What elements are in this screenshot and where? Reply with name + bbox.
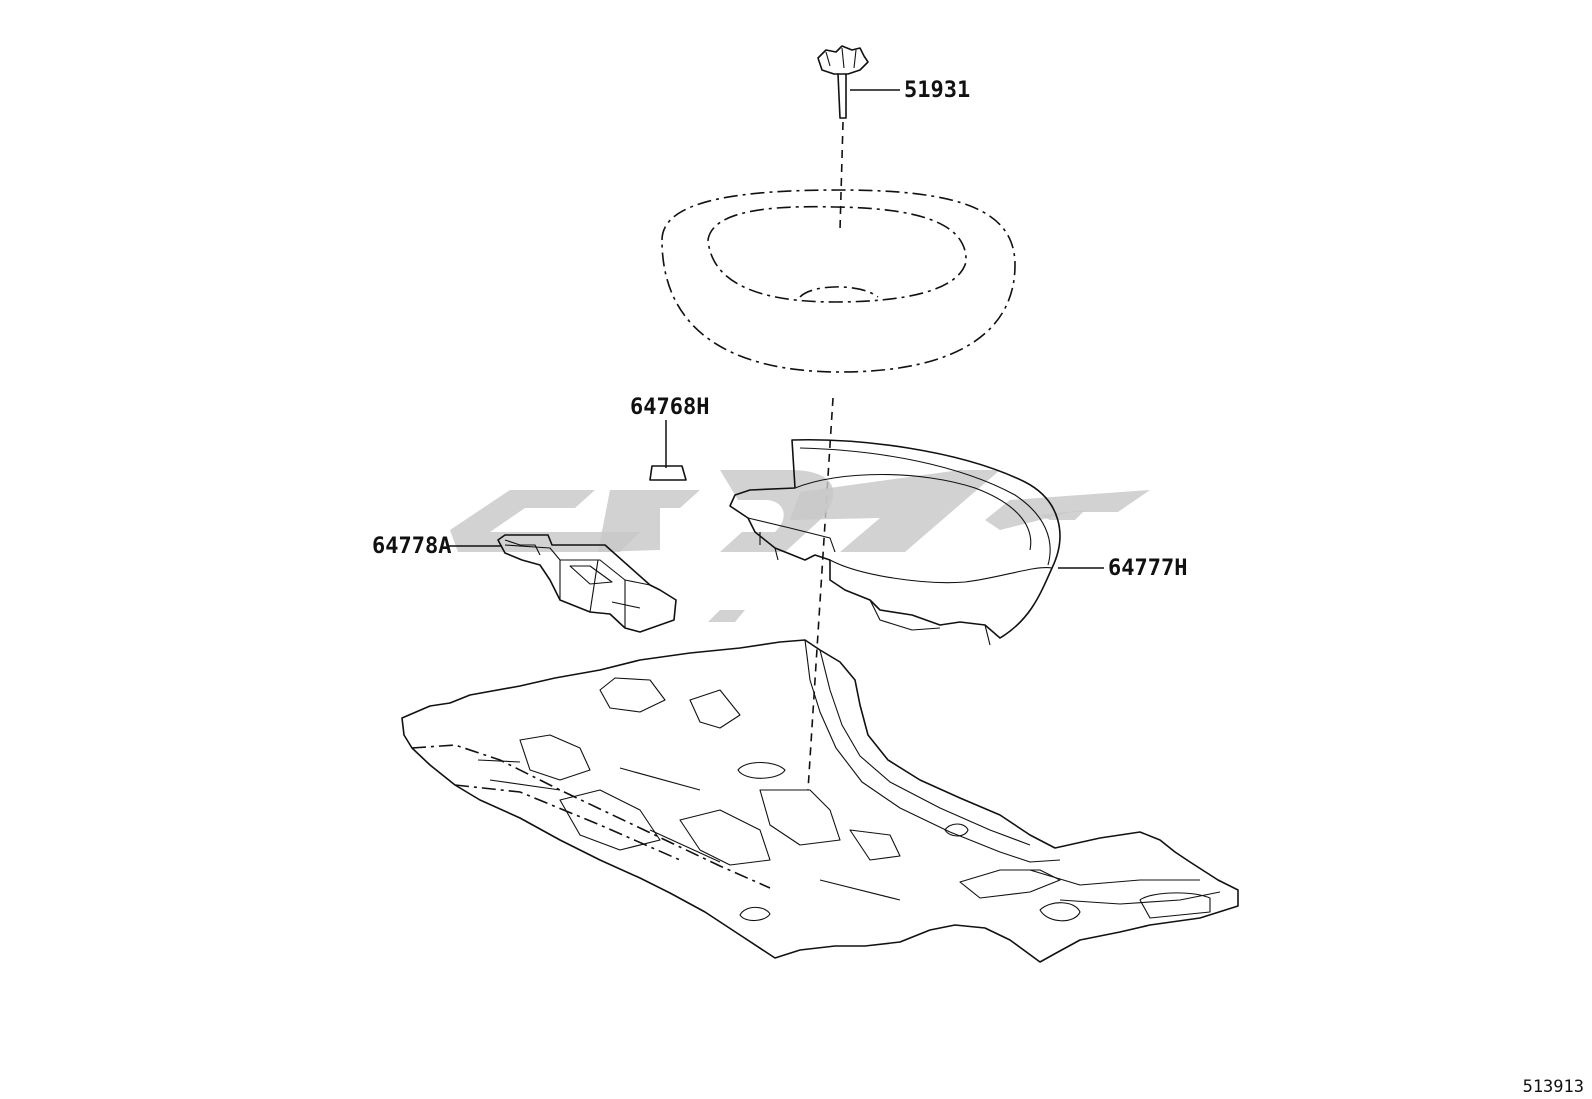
floor-pan-body [401, 639, 1239, 963]
center-axis-upper [839, 121, 844, 231]
spare-tire-phantom [661, 189, 1016, 373]
part-label-51931: 51931 [904, 78, 970, 103]
center-axis-lower [807, 397, 834, 791]
reference-number: 513913 [1523, 1077, 1584, 1097]
tray-part [497, 534, 677, 633]
pad-part [649, 465, 687, 481]
part-label-64768H: 64768H [630, 395, 709, 420]
hold-down-knob [817, 45, 869, 119]
part-label-64778A: 64778A [372, 534, 451, 559]
part-label-64777H: 64777H [1108, 556, 1187, 581]
spare-wheel-tub-part [729, 438, 1061, 646]
watermark-logo [450, 470, 1150, 622]
